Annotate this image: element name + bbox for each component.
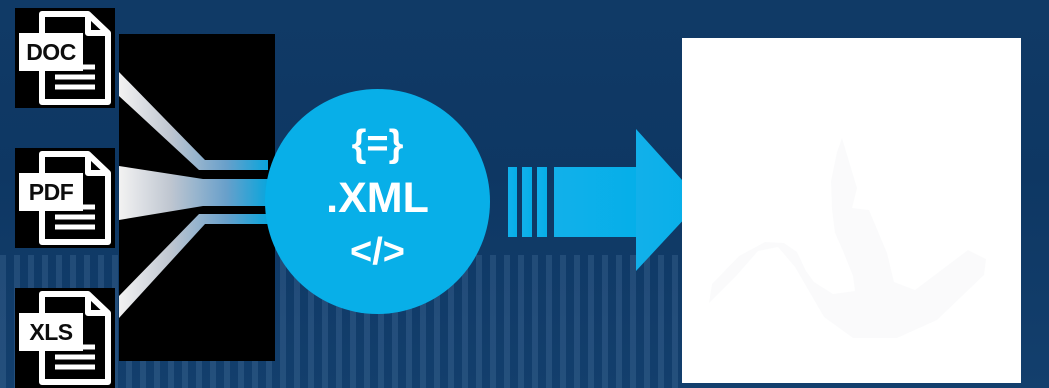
pdf-file-icon: PDF bbox=[15, 148, 115, 248]
json-brace-symbol: {=} bbox=[351, 122, 404, 165]
output-panel bbox=[682, 38, 1021, 383]
pdf-file-label: PDF bbox=[19, 173, 83, 211]
xml-format-label: .XML bbox=[326, 173, 429, 222]
input-beams bbox=[119, 72, 268, 318]
xml-conversion-circle: {=} .XML </> bbox=[265, 89, 490, 314]
output-ghost-icon bbox=[709, 138, 986, 338]
xls-file-icon: XLS bbox=[15, 288, 115, 388]
xls-file-label: XLS bbox=[19, 313, 83, 351]
output-arrow bbox=[508, 129, 701, 271]
markup-tag-symbol: </> bbox=[350, 230, 405, 273]
doc-file-label: DOC bbox=[19, 33, 83, 71]
doc-file-icon: DOC bbox=[15, 8, 115, 108]
